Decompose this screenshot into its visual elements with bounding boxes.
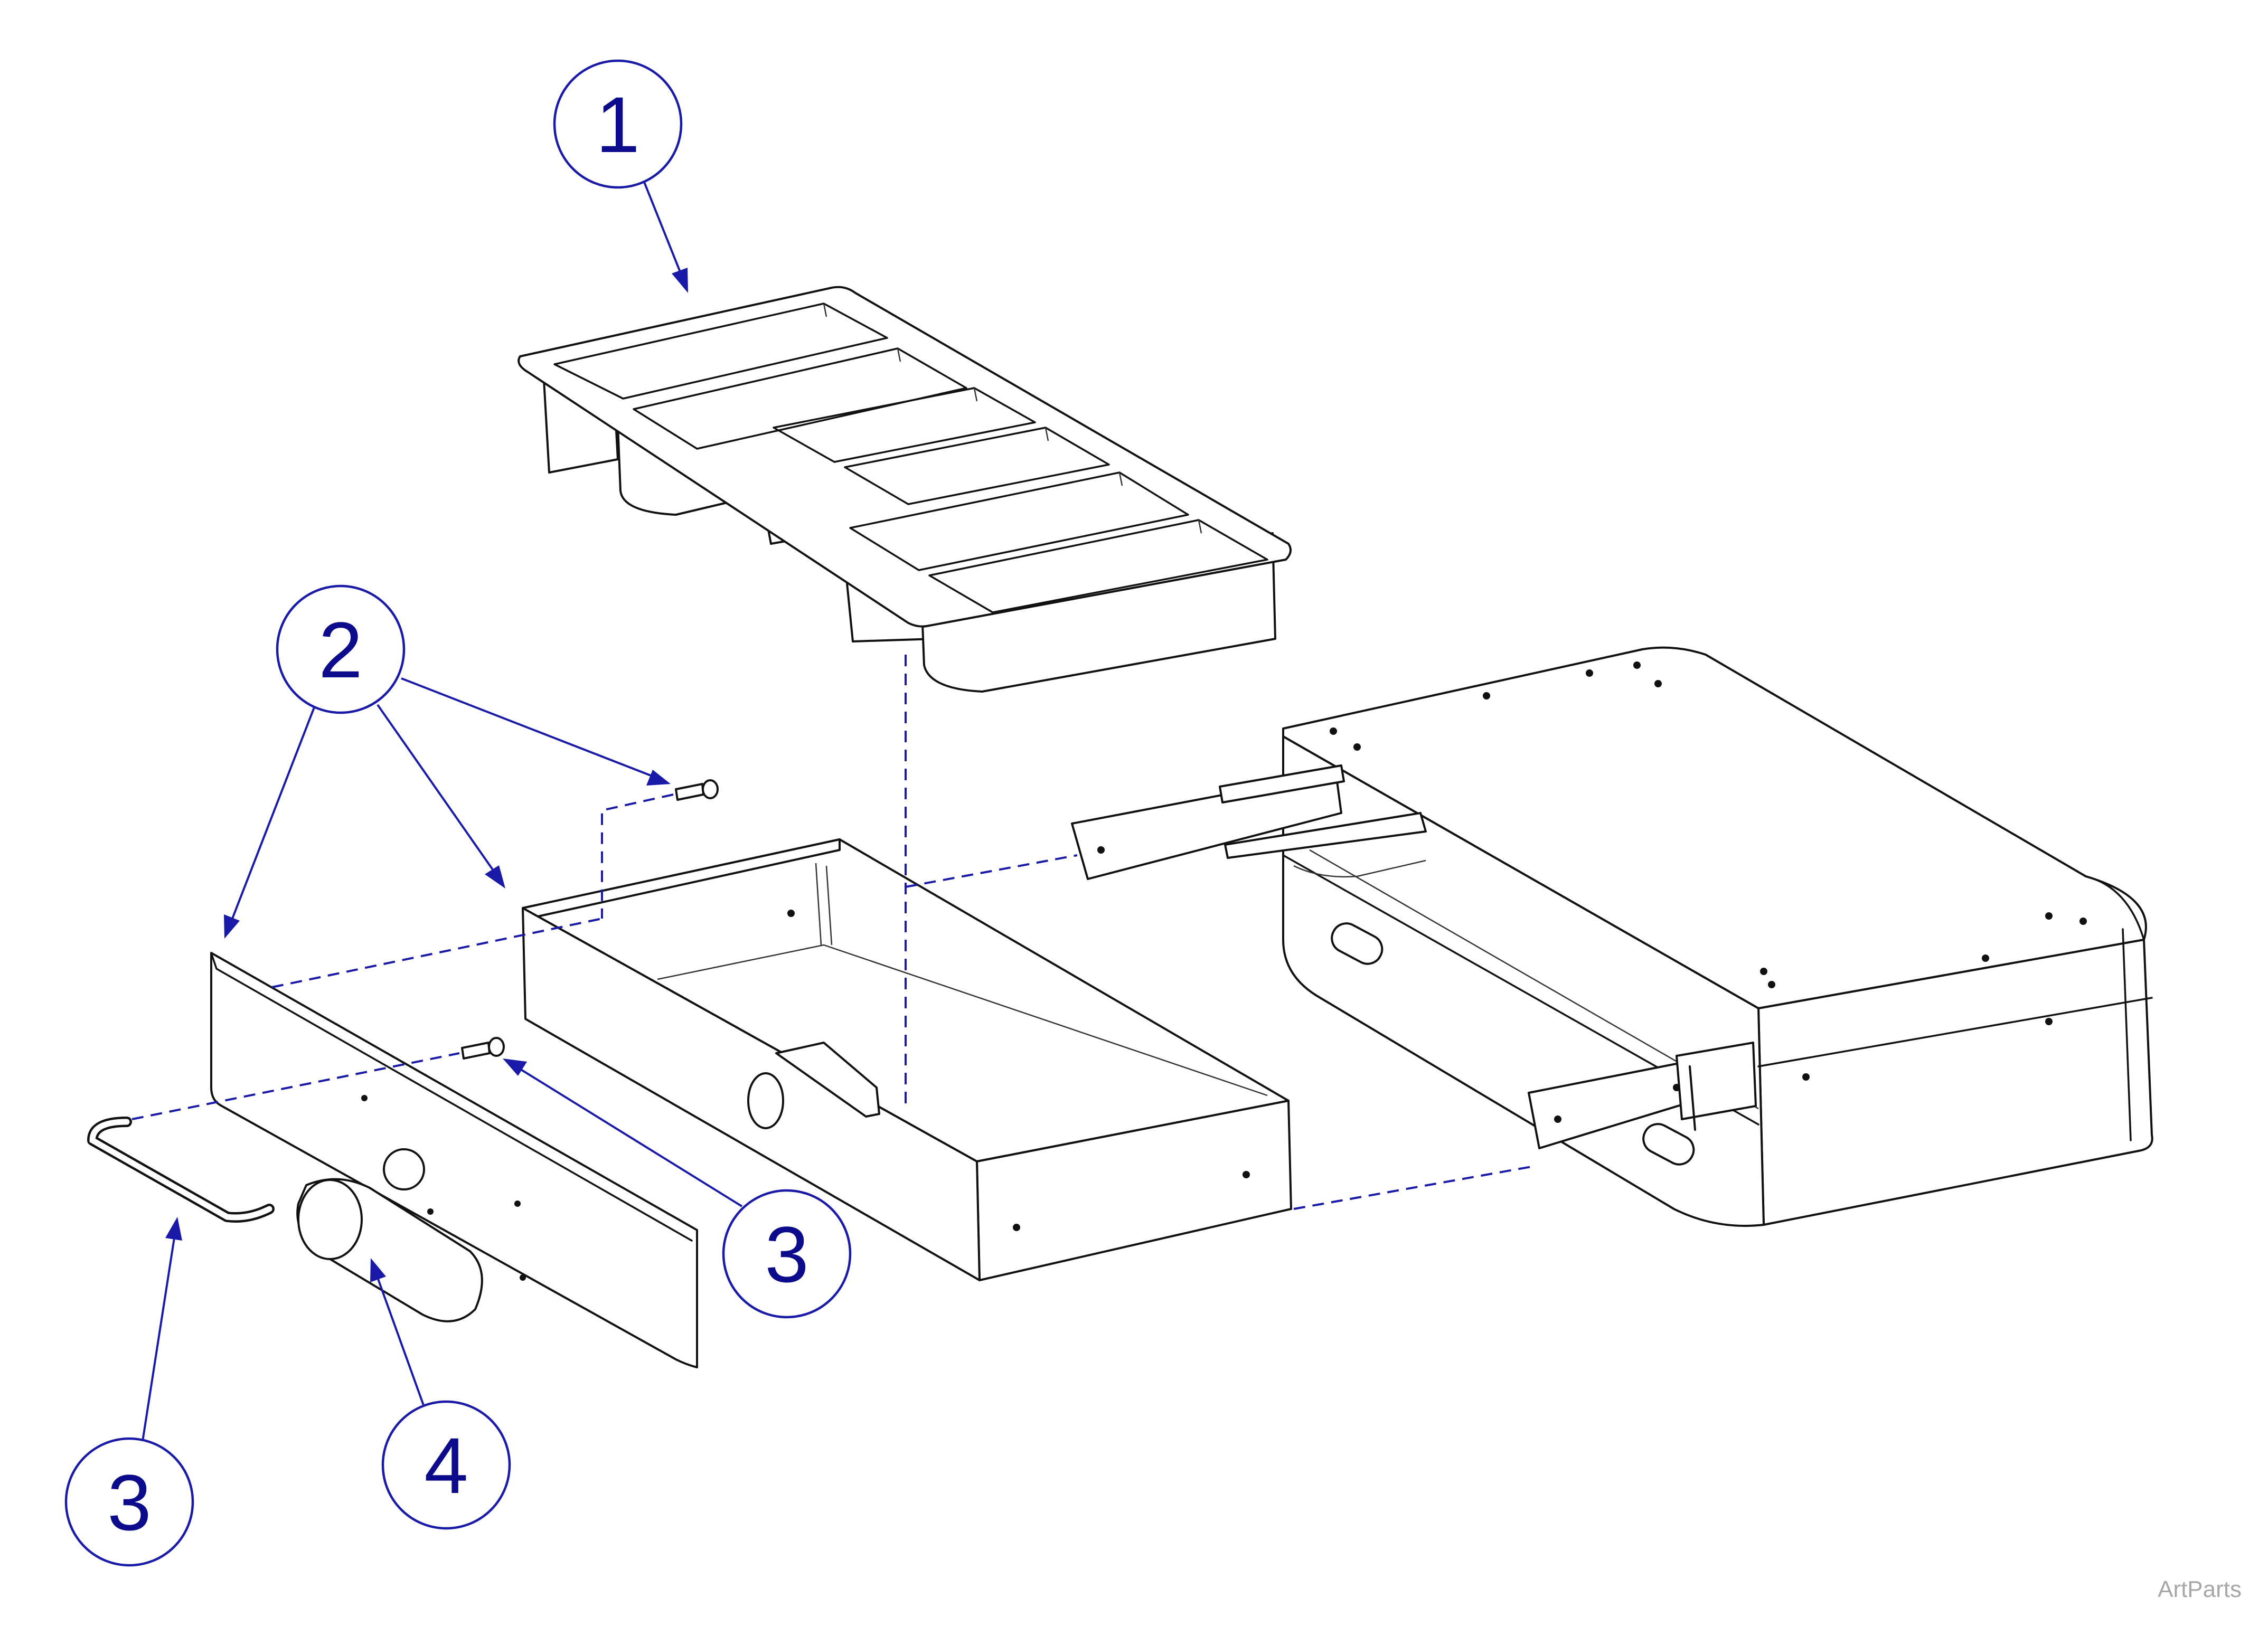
wire-handle — [87, 1117, 275, 1223]
organizer-tray — [517, 286, 1292, 693]
watermark-text: ArtParts — [2158, 1576, 2242, 1602]
screw-lower — [461, 1037, 505, 1060]
assembly-lines — [131, 655, 1532, 1210]
callout-3-lower-label: 3 — [107, 1458, 151, 1547]
callout-2-label: 2 — [318, 606, 362, 694]
drawer-slide-lower — [1528, 1042, 1757, 1149]
screw-upper — [675, 779, 719, 801]
callout-3-upper-label: 3 — [765, 1210, 808, 1299]
callout-3-lower: 3 — [64, 1437, 194, 1567]
callout-1: 1 — [553, 59, 683, 189]
callout-3-upper: 3 — [722, 1189, 852, 1319]
drawer-housing — [1282, 646, 2153, 1227]
drawer-slide-upper — [1071, 764, 1427, 880]
callout-2: 2 — [276, 584, 406, 714]
callout-4-label: 4 — [424, 1421, 468, 1510]
callout-4: 4 — [381, 1400, 511, 1530]
callout-1-label: 1 — [596, 80, 639, 169]
drawer-front-panel — [210, 952, 698, 1368]
handle-pad — [296, 1178, 483, 1322]
leader-lines — [142, 182, 743, 1442]
